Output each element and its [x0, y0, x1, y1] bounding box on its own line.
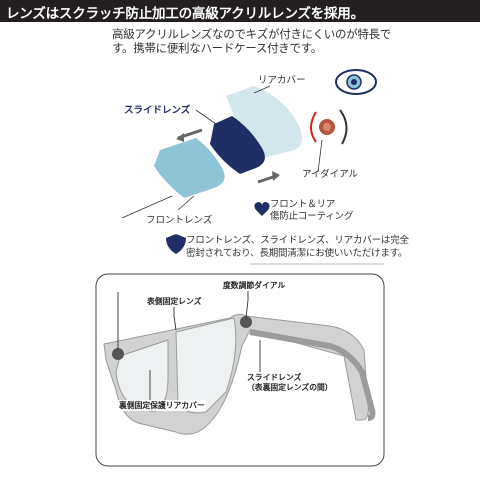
shield-icon	[166, 234, 186, 254]
rear-cover-label: リアカバー	[258, 75, 306, 86]
description-line-2: す。携帯に便利なハードケース付きです。	[112, 41, 322, 55]
exploded-arrows	[176, 128, 280, 184]
slide-lens-shape	[210, 116, 265, 174]
eye-dial-icon	[310, 109, 348, 145]
eye-dial-label: アイダイアル	[302, 169, 359, 180]
back-cover-label: 裏側固定保護リアカバー	[118, 400, 206, 411]
diopter-dial-label: 度数調節ダイアル	[222, 280, 287, 291]
note-line-2: 密封されており、長期間清潔にお使いいただけます。	[186, 248, 408, 259]
rear-cover-shape	[226, 86, 302, 158]
coating-label-line-1: フロント＆リア	[270, 199, 336, 210]
slide-lens-glasses-label-1: スライドレンズ	[246, 372, 303, 383]
front-lens-label: フロントレンズ	[146, 215, 213, 226]
front-fixed-lens-label: 表側固定レンズ	[146, 296, 203, 307]
slide-lens-label: スライドレンズ	[124, 105, 191, 116]
slide-lens-glasses-label-2: （表裏固定レンズの間）	[246, 382, 334, 393]
description-line-1: 高級アクリルレンズなのでキズが付きにくいのが特長で	[112, 27, 391, 41]
eye-icon	[335, 69, 377, 95]
heart-shield-icon	[254, 202, 270, 216]
leader-lines	[121, 85, 323, 219]
header-title: レンズはスクラッチ防止加工の高級アクリルレンズを採用。	[6, 6, 364, 22]
header-bar: レンズはスクラッチ防止加工の高級アクリルレンズを採用。	[0, 0, 480, 22]
front-lens-shape	[154, 138, 225, 198]
left-dial	[112, 348, 124, 360]
right-dial	[240, 316, 252, 328]
coating-label-line-2: 傷防止コーティング	[270, 211, 354, 222]
note-line-1: フロントレンズ、スライドレンズ、リアカバーは完全	[186, 235, 409, 246]
